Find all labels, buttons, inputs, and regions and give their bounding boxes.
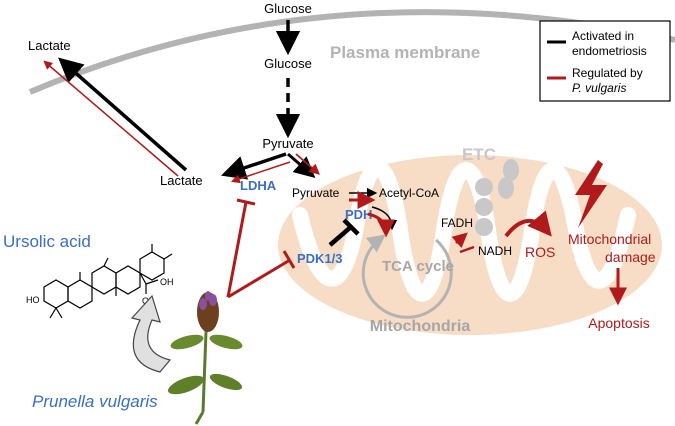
ursolic-acid-label: Ursolic acid [3,232,91,251]
legend-box [539,20,671,102]
legend-activated-line1: Activated in [572,29,634,43]
etc-to-ros-arrow [504,210,552,238]
pyruvate-to-lactate-arrow [221,152,287,180]
pdk-inhibit-bar [282,250,296,269]
tca-cycle: TCA cycle [361,234,454,319]
pdk-inhibit-bar [342,218,360,236]
pv-inhibits-pdk [227,258,291,299]
etc-label: ETC [462,145,496,164]
ursolic-oh-label: OH [160,277,174,287]
lactate-export-regulated-arrow [43,60,179,177]
mito-damage-label-line2: damage [605,249,656,265]
legend-regulated-line1: Regulated by [572,66,643,80]
tca-to-fadh-arrow [451,232,468,249]
nadh-label: NADH [478,244,512,258]
fadh-label: FADH [441,216,473,230]
pyruvate-to-lactate-regulated-arrow [230,161,291,184]
legend: Activated in endometriosis Regulated by … [539,20,671,102]
lightning-icon [575,160,607,228]
ursolic-o-label: O [142,296,149,306]
lactate-cyto-label: Lactate [160,173,203,188]
mito-damage-label-line1: Mitochondrial [568,231,651,247]
legend-activated-line2: endometriosis [572,44,647,58]
lactate-outside-label: Lactate [28,38,71,53]
pyruvate-import-regulated-arrow [295,153,321,175]
acetyl-coa-label: Acetyl-CoA [379,186,439,200]
etc-complex: ETC [462,145,519,236]
mitochondria-label: Mitochondria [370,318,471,335]
pdk-label: PDK1/3 [297,251,343,266]
ursolic-acid-structure [43,244,173,319]
prunella-vulgaris-plant [167,291,243,425]
pv-inhibits-ldha [226,201,248,298]
extraction-arrow [130,294,172,373]
legend-regulated-line2: P. vulgaris [572,81,626,95]
glucose-inside-label: Glucose [264,56,312,71]
tca-to-nadh-arrow [459,245,475,254]
ros-label: ROS [525,244,555,260]
ldha-inhibit-bar [236,198,256,206]
ldha-label: LDHA [240,178,277,193]
apoptosis-label: Apoptosis [588,315,649,331]
pdk-inhibits-pdh [328,224,354,247]
pyruvate-mito-label: Pyruvate [292,186,340,200]
lactate-export-arrow [58,57,188,172]
plant-name-label: Prunella vulgaris [32,392,158,411]
plasma-membrane-label: Plasma membrane [330,43,480,62]
pdh-label: PDH [345,207,372,222]
tca-label: TCA cycle [382,258,454,275]
acetylcoa-to-tca-regulated-arrow [367,212,395,238]
pyruvate-cyto-label: Pyruvate [262,136,313,151]
pyruvate-import-arrow [287,152,316,178]
glucose-outside-label: Glucose [264,1,312,16]
ursolic-ho-label: HO [26,295,40,305]
